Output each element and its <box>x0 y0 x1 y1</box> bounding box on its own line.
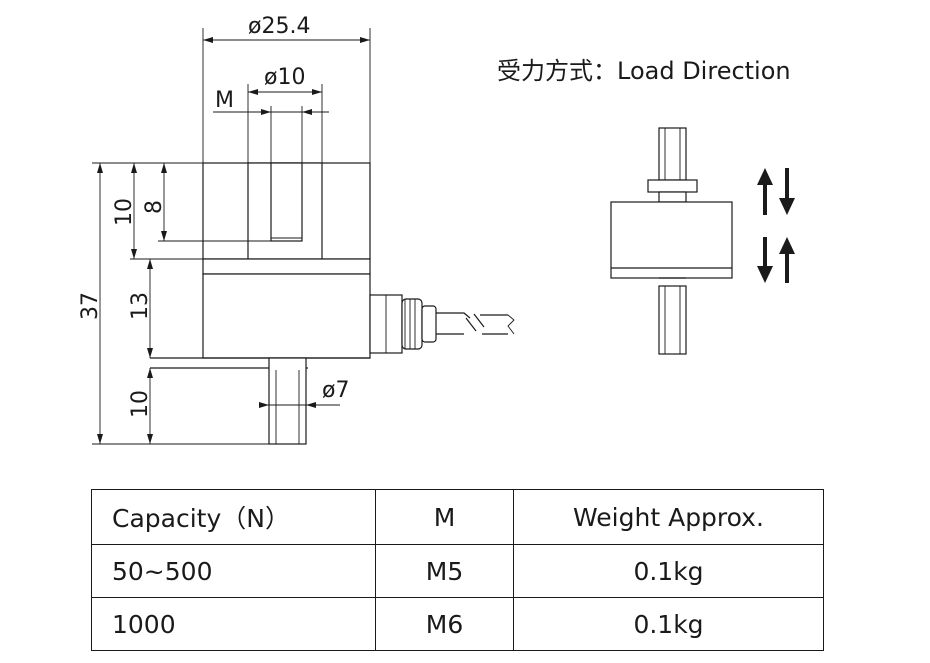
bottom-stud <box>268 357 307 445</box>
dim-stud-diameter: ø7 <box>322 378 349 403</box>
cell-weight: 0.1kg <box>513 544 824 598</box>
header-capacity: Capacity（N） <box>91 489 376 545</box>
dim-total-height: 37 <box>78 292 103 320</box>
load-direction-title: 受力方式：Load Direction <box>497 57 791 85</box>
cell-capacity: 1000 <box>91 597 376 651</box>
cell-thread: M5 <box>375 544 514 598</box>
load-direction-figure <box>610 127 733 355</box>
dim-outer-diameter: ø25.4 <box>248 14 310 39</box>
top-nut <box>647 179 698 193</box>
sensor-side-view <box>150 162 515 445</box>
cable-gland-tip <box>421 305 437 343</box>
center-band <box>202 258 371 275</box>
mechanical-drawing: ø25.4 ø10 M ø7 37 10 8 13 10 受力方式：Load D… <box>78 14 795 445</box>
dim-body-height: 13 <box>128 292 153 320</box>
cell-thread: M6 <box>375 597 514 651</box>
dim-thread-label: M <box>215 88 234 113</box>
dimension-lines <box>92 28 371 445</box>
compression-arrows-icon <box>757 237 795 283</box>
tension-arrows-icon <box>757 168 795 215</box>
header-weight: Weight Approx. <box>513 489 824 545</box>
dim-bore-diameter: ø10 <box>264 65 305 90</box>
thread-insert <box>270 162 303 242</box>
cell-weight: 0.1kg <box>513 597 824 651</box>
table-header-row: Capacity（N） M Weight Approx. <box>91 489 824 545</box>
top-neck <box>658 191 687 203</box>
dim-top-section: 10 <box>112 198 137 226</box>
spec-table: Capacity（N） M Weight Approx. 50~500 M5 0… <box>91 489 824 651</box>
top-stud <box>658 127 687 181</box>
cell-capacity: 50~500 <box>91 544 376 598</box>
header-thread: M <box>375 489 514 545</box>
dim-bottom-stud: 10 <box>128 390 153 418</box>
bottom-stud-load <box>658 285 687 355</box>
cell-body <box>610 201 733 279</box>
lower-body <box>202 273 371 359</box>
dim-thread-depth: 8 <box>142 200 167 214</box>
table-row: 1000 M6 0.1kg <box>91 597 824 651</box>
table-row: 50~500 M5 0.1kg <box>91 544 824 598</box>
